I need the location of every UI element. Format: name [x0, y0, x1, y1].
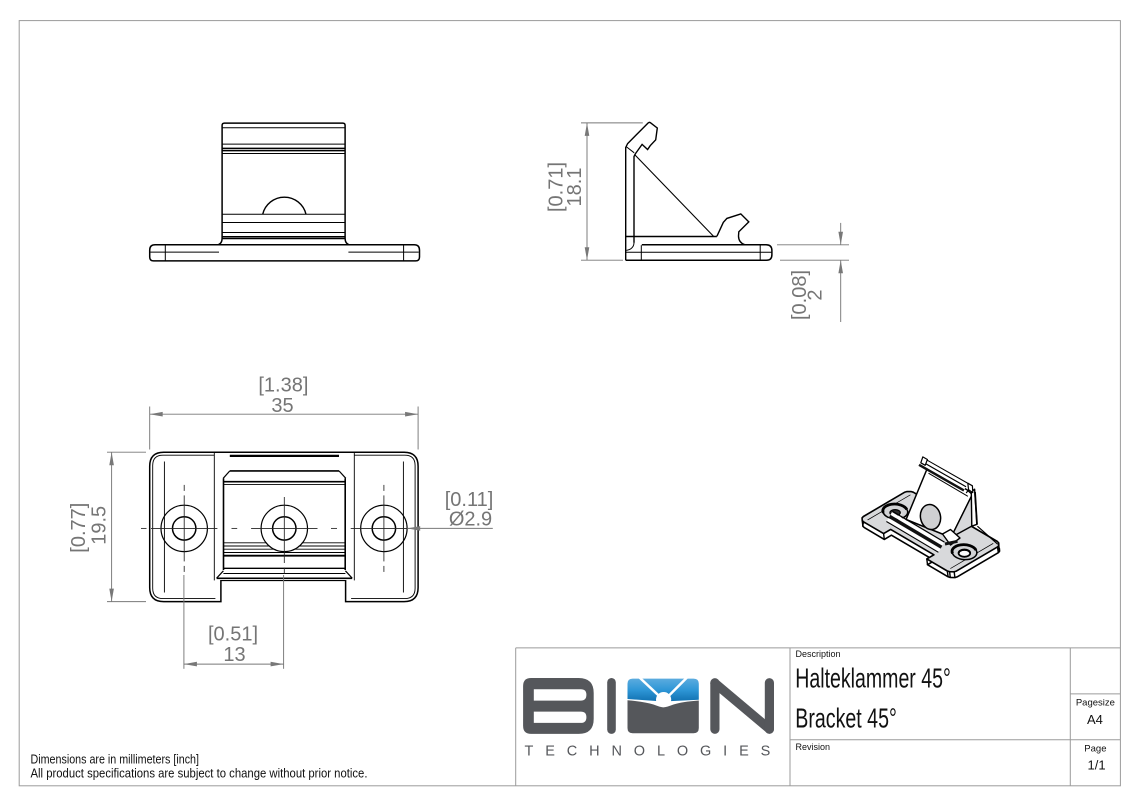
svg-text:18.1: 18.1	[564, 168, 586, 207]
svg-text:Page: Page	[1084, 744, 1106, 755]
svg-text:TECHNOLOGIES: TECHNOLOGIES	[525, 744, 782, 760]
svg-text:Halteklammer 45°: Halteklammer 45°	[795, 663, 951, 694]
svg-text:[0.51]: [0.51]	[208, 624, 258, 646]
svg-text:[0.11]: [0.11]	[445, 489, 494, 511]
svg-text:All product specifications are: All product specifications are subject t…	[31, 766, 368, 780]
svg-text:Revision: Revision	[796, 742, 831, 752]
svg-text:2: 2	[805, 289, 827, 300]
svg-text:Description: Description	[796, 649, 841, 659]
svg-text:13: 13	[223, 644, 245, 666]
svg-text:[0.71]: [0.71]	[545, 162, 567, 212]
svg-text:[1.38]: [1.38]	[258, 375, 308, 397]
svg-text:Pagesize: Pagesize	[1076, 698, 1115, 709]
svg-text:[0.08]: [0.08]	[789, 270, 811, 320]
svg-text:Ø2.9: Ø2.9	[449, 509, 492, 531]
svg-text:35: 35	[271, 395, 293, 417]
svg-text:1/1: 1/1	[1088, 758, 1106, 773]
svg-text:19.5: 19.5	[89, 506, 111, 545]
svg-text:A4: A4	[1087, 712, 1103, 727]
svg-text:Dimensions are in millimeters: Dimensions are in millimeters [inch]	[31, 753, 200, 767]
svg-text:[0.77]: [0.77]	[68, 503, 90, 553]
svg-text:Bracket 45°: Bracket 45°	[795, 702, 897, 733]
